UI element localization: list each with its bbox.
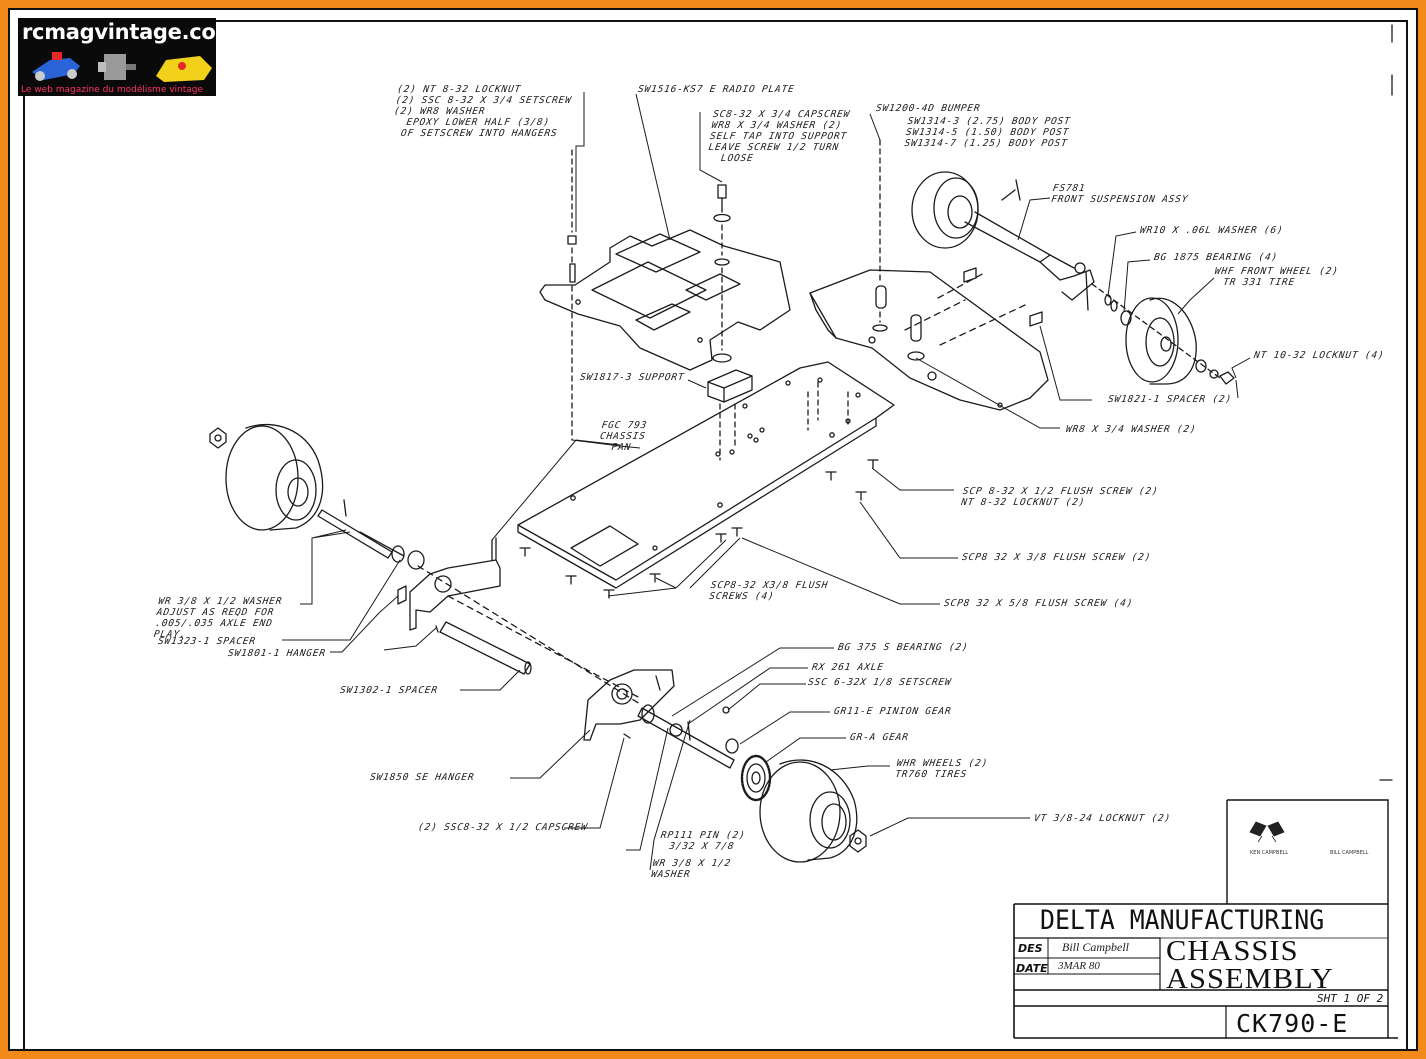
label-flush-screw-2: SCP8 32 X 3/8 FLUSH SCREW (2): [961, 552, 1152, 563]
rear-axle: [317, 499, 739, 769]
label-hanger-sw1850: SW1850 SE HANGER: [369, 772, 476, 783]
body-posts: [872, 139, 937, 381]
left-hanger: [409, 537, 501, 631]
label-gear: GR-A GEAR: [849, 732, 910, 743]
logo-vehicles-icon: [32, 52, 212, 82]
designer-signature: Bill Campbell: [1062, 940, 1129, 954]
label-washer-wr10: WR10 X .06L WASHER (6): [1139, 225, 1285, 236]
label-spacer-sw1323: SW1323-1 SPACER: [157, 636, 257, 647]
label-wr8-washer: WR8 X 3/4 WASHER (2): [1065, 424, 1198, 435]
label-radio-plate: SW1516-KS7 E RADIO PLATE: [637, 84, 796, 95]
radio-plate: [539, 229, 791, 371]
company-name: DELTA MANUFACTURING: [1040, 905, 1325, 936]
label-rear-wheels: WHR WHEELS (2)TR760 TIRES: [894, 758, 989, 780]
right-hanger: [583, 669, 675, 741]
label-bearing-bg375: BG 375 S BEARING (2): [837, 642, 970, 653]
setscrew-stack: [567, 149, 577, 441]
label-hanger-sw1801: SW1801-1 HANGER: [227, 648, 327, 659]
bumper: [809, 269, 1049, 411]
logo-site-name: rcmagvintage.com: [22, 20, 216, 44]
label-flush-screw-1: SCP 8-32 X 1/2 FLUSH SCREW (2)NT 8-32 LO…: [960, 486, 1160, 508]
leader-lines: [282, 92, 1251, 871]
label-support: SW1817-3 SUPPORT: [579, 372, 686, 383]
front-spacers: [963, 267, 1043, 327]
logo-tagline: Le web magazine du modélisme vintage: [21, 85, 204, 95]
spacer-tube: [439, 595, 641, 699]
capscrew-stack: [712, 184, 732, 363]
label-setscrew-ssc6: SSC 6-32X 1/8 SETSCREW: [807, 677, 953, 688]
rear-right-wheel: [759, 759, 867, 863]
label-nt10-locknut: NT 10-32 LOCKNUT (4): [1253, 350, 1386, 361]
label-bumper: SW1200-4D BUMPER: [875, 103, 982, 114]
front-hardware: [1091, 283, 1235, 385]
site-logo: rcmagvintage.com Le web magazine du modé…: [18, 18, 216, 96]
date-label: DATE: [1016, 962, 1048, 975]
label-locknut-vt: VT 3/8-24 LOCKNUT (2): [1033, 813, 1172, 824]
front-wheel: [1125, 297, 1197, 385]
designer-label: DES: [1018, 942, 1043, 955]
label-nt8-locknut: (2) NT 8-32 LOCKNUT(2) SSC 8-32 X 3/4 SE…: [393, 84, 573, 139]
label-flush-screw-3: SCP8 32 X 5/8 FLUSH SCREW (4): [943, 598, 1134, 609]
support-block: [707, 369, 753, 403]
title-block-frame: [1013, 799, 1398, 1039]
rear-left-wheel: [209, 423, 324, 531]
sheet-number: SHT 1 OF 2: [1317, 992, 1384, 1005]
front-suspension: [911, 171, 1095, 311]
label-capscrew-ssc8: (2) SSC8-32 X 1/2 CAPSCREW: [417, 822, 589, 833]
chassis-pan: [517, 361, 895, 589]
label-spacer-sw1302: SW1302-1 SPACER: [339, 685, 439, 696]
label-front-wheel: WHF FRONT WHEEL (2)TR 331 TIRE: [1214, 266, 1340, 288]
label-bearing-bg1875: BG 1875 BEARING (4): [1153, 252, 1279, 263]
label-pinion-gear: GR11-E PINION GEAR: [833, 706, 953, 717]
label-axle: RX 261 AXLE: [811, 662, 885, 673]
checkered-flags-logo: [1249, 821, 1285, 843]
label-spacer-sw1821: SW1821-1 SPACER (2): [1107, 394, 1233, 405]
label-pin-rp111: RP111 PIN (2)3/32 X 7/8: [660, 830, 747, 852]
drawing-inner-border: [23, 20, 1408, 1050]
drawing-sheet-border: [8, 8, 1418, 1051]
spur-gear: [740, 754, 772, 802]
flush-screws: [519, 459, 879, 599]
date-value: 3MAR 80: [1058, 960, 1100, 972]
drawing-number: CK790-E: [1236, 1009, 1349, 1038]
